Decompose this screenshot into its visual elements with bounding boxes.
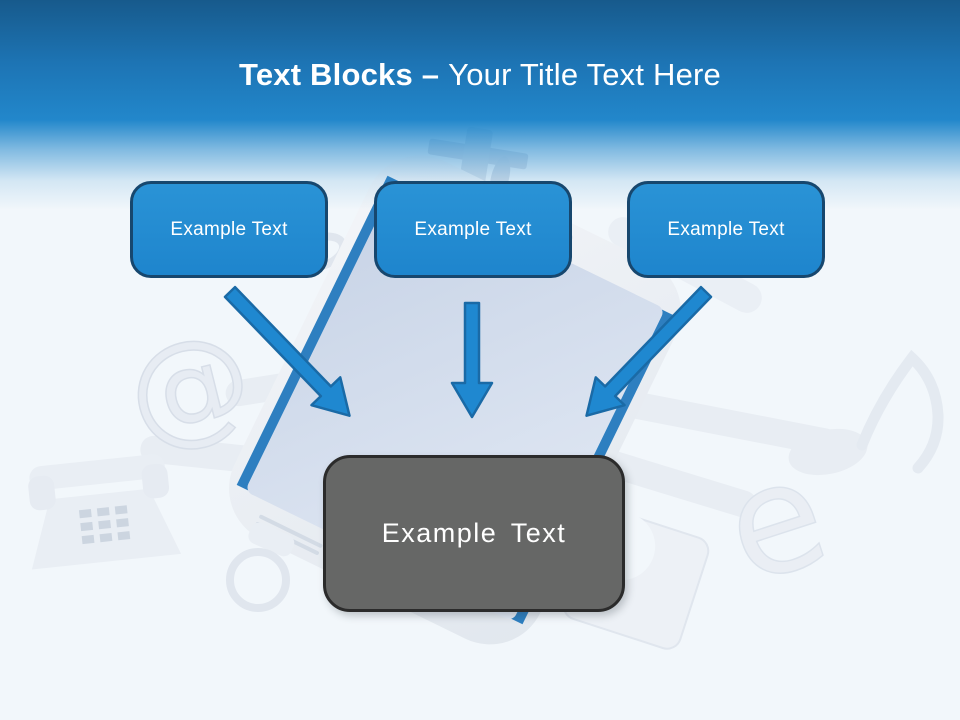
- text-block-1[interactable]: Example Text: [130, 181, 328, 278]
- connector-arrow-left: [223, 285, 351, 417]
- desk-telephone-icon: [28, 454, 182, 570]
- music-note-icon: [788, 349, 944, 476]
- title-rest: Your Title Text Here: [448, 57, 721, 92]
- text-block-2[interactable]: Example Text: [374, 181, 572, 278]
- slide-title: Text Blocks –Your Title Text Here: [0, 56, 960, 95]
- summary-block[interactable]: Example Text: [323, 455, 625, 612]
- connector-arrow-middle: [450, 301, 494, 419]
- text-block-3[interactable]: Example Text: [627, 181, 825, 278]
- title-emphasis: Text Blocks –: [239, 57, 440, 92]
- connector-arrow-right: [585, 285, 713, 417]
- slide-header: [0, 0, 960, 210]
- key-ring-icon: [226, 522, 295, 612]
